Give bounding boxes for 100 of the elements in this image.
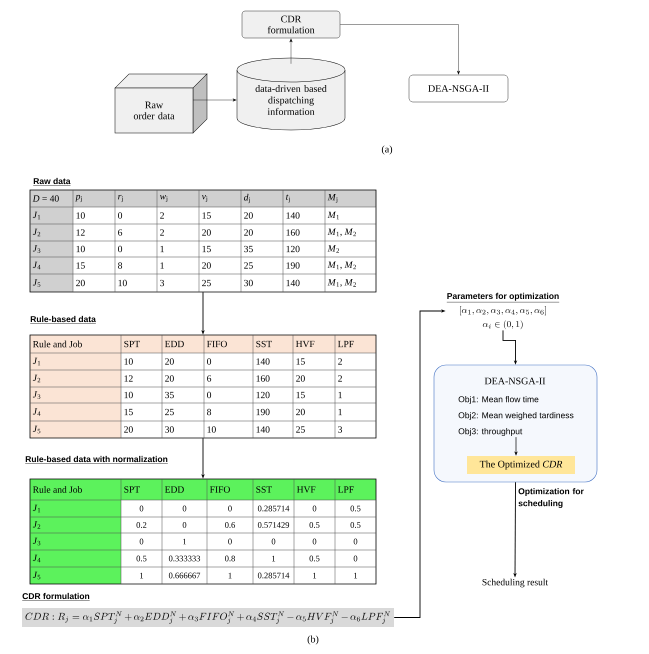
header-cell: D = 40 (30, 190, 73, 207)
table-cell: 1 (140, 572, 144, 578)
edge-label: Optimization for scheduling (518, 488, 584, 508)
table-cell: 0.5 (310, 556, 320, 562)
table-cell: 0 (140, 538, 144, 544)
table-cell: 0 (207, 392, 212, 398)
table-heading: Rule-based data with normalization (25, 456, 168, 464)
table-cell: 0 (312, 538, 316, 544)
table-cell: 0.6 (225, 522, 236, 528)
table-cell: 15 (76, 262, 85, 269)
header-cell: M$_{j}$ (325, 190, 376, 207)
table-cell: 0 (228, 538, 232, 544)
process-box: DEA-NSGA-II (408, 74, 508, 102)
table-cell: 20 (124, 426, 133, 433)
table-cell: 10 (208, 426, 216, 433)
table-cell: 0.285714 (258, 506, 290, 512)
table-heading: Raw data (33, 178, 71, 186)
table-cell: 0 (312, 506, 316, 512)
result-box: The Optimized CDR (467, 456, 575, 474)
header-cell: p$_{j}$ (73, 190, 115, 207)
table-cell: 20 (244, 212, 253, 219)
row-label-cell: J$_{1}$ (30, 353, 121, 370)
table-cell: 10 (118, 280, 127, 286)
table-cell: 2 (160, 212, 164, 219)
table-cell: 15 (202, 246, 211, 252)
table-cell: 0.5 (136, 556, 146, 562)
header-cell: v$_{j}$ (199, 190, 241, 207)
table-cell: 0.5 (350, 506, 360, 512)
header-cell: LPF (335, 335, 376, 353)
table-cell: 20 (296, 408, 305, 416)
header-cell: r$_{j}$ (115, 190, 157, 207)
table-cell: 0 (354, 538, 358, 544)
table-cell: 10 (124, 392, 133, 398)
row-label-cell: J$_{1}$ (30, 207, 73, 224)
header-cell: HVF (294, 479, 335, 500)
row-label-cell: J$_{2}$ (30, 370, 121, 387)
table-cell: 3 (160, 280, 164, 286)
table-cell: M$_{1}$ (328, 212, 339, 220)
objective-list: Obj1: Mean flow time Obj2: Mean weighed tardiness Obj3: throughput (458, 396, 574, 436)
table-cell: 0 (354, 556, 358, 562)
table-cell: 10 (76, 246, 85, 252)
row-label-cell: J$_{4}$ (30, 257, 73, 274)
arrow (290, 38, 292, 64)
table-cell: 12 (124, 375, 133, 382)
header-cell: SST (253, 335, 293, 353)
header-cell: w$_{j}$ (157, 190, 199, 207)
header-cell: LPF (335, 479, 376, 500)
table-cell: 0.285714 (258, 572, 290, 578)
header-cell: SPT (121, 335, 162, 353)
table-cell: 1 (183, 538, 186, 544)
table-cell: 20 (244, 229, 253, 236)
formula-box: $CDR: R_j = \alpha_1 SPT_j^N + \alpha_2 EDD_j^N + \alpha_3 FIFO_j^N + \alpha_4 SST_j^N - \alpha_5 HVF_j^N - \alpha_6 LPF_j^N$ (22, 608, 394, 627)
table-cell: 190 (286, 262, 300, 269)
table-cell: 140 (286, 280, 300, 286)
cuboid-box: Raw order data (114, 74, 208, 134)
table-cell: 3 (338, 426, 342, 433)
table-cell: 1 (228, 572, 232, 578)
row-label-cell: J$_{1}$ (30, 500, 121, 517)
table-cell: 12 (76, 229, 85, 236)
header-cell: FIFO (204, 335, 253, 353)
table-cell: 25 (202, 280, 211, 286)
table-cell: 0 (207, 358, 212, 365)
header-cell: HVF (293, 335, 335, 353)
table-cell: 140 (256, 358, 270, 365)
table-cell: 0 (228, 506, 232, 512)
row-label-cell: J$_{5}$ (30, 421, 121, 438)
table-cell: 0 (272, 538, 276, 544)
table-cell: 2 (338, 358, 342, 365)
table-cell: 20 (202, 229, 211, 236)
table-cell: 2 (338, 375, 342, 382)
row-label-cell: J$_{3}$ (30, 387, 121, 403)
table-cell: 6 (118, 229, 122, 236)
table-cell: 2 (160, 229, 164, 236)
table-cell: M$_{1}$, M$_{2}$ (328, 228, 356, 236)
table-cell: 0.571429 (258, 522, 290, 528)
table-cell: 10 (124, 358, 133, 365)
row-label-cell: J$_{3}$ (30, 533, 121, 550)
arrow (193, 98, 236, 102)
table-cell: 0 (118, 212, 122, 219)
table-cell: 8 (207, 408, 212, 416)
header-cell: SST (253, 479, 294, 500)
table-cell: 120 (256, 392, 270, 398)
table-cell: M$_{2}$ (328, 245, 340, 253)
table-cell: 20 (202, 262, 211, 269)
table-cell: 0 (140, 506, 144, 512)
table-cell: 1 (160, 246, 164, 252)
table-cell: 0.333333 (168, 556, 200, 562)
table-heading: Rule-based data (30, 316, 96, 324)
row-label-cell: J$_{4}$ (30, 403, 121, 421)
table-cell: 20 (296, 375, 305, 382)
table-cell: 15 (202, 212, 211, 219)
table-cell: 20 (76, 280, 85, 286)
table-cell: 20 (165, 358, 174, 365)
table-cell: 1 (338, 408, 342, 416)
table-cell: 1 (338, 392, 342, 398)
table-cell: 10 (76, 212, 85, 219)
header-cell: EDD (162, 335, 204, 353)
table-cell: M$_{1}$, M$_{2}$ (328, 262, 356, 270)
table-cell: 6 (207, 375, 212, 382)
row-label-cell: J$_{5}$ (30, 567, 121, 584)
